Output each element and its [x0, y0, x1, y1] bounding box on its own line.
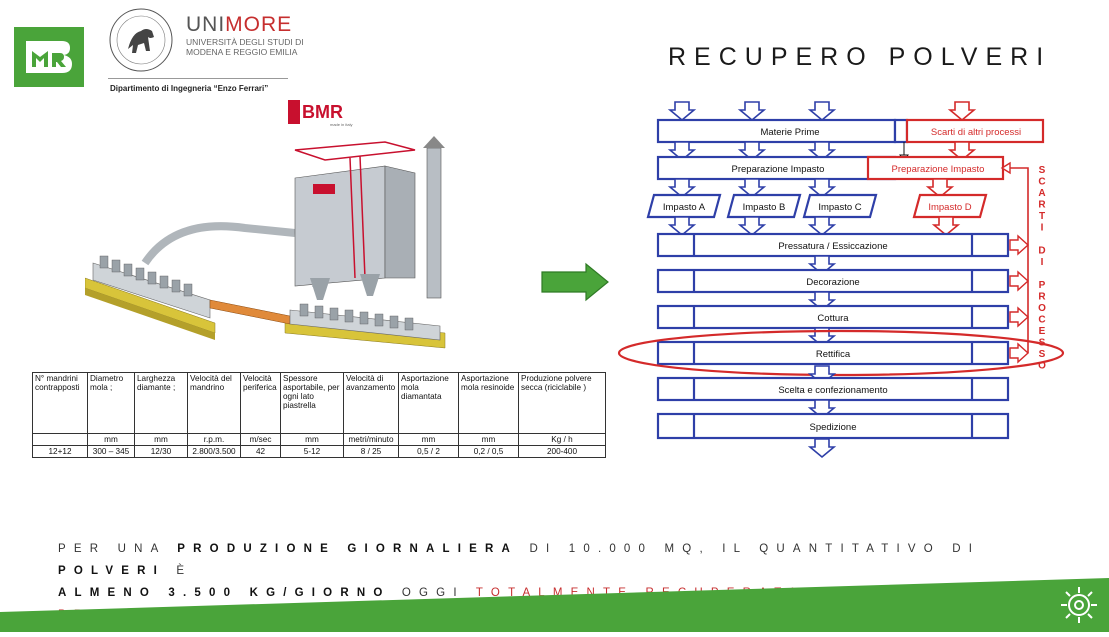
university-subtitle-line1: UNIVERSITÀ DEGLI STUDI DI: [186, 37, 304, 47]
side-label-letter: C: [1038, 315, 1045, 326]
spedizione-label: Spedizione: [809, 422, 856, 433]
table-header-cell: Spessore asportabile, per ogni lato pias…: [280, 372, 344, 434]
cottura-box: [656, 304, 1010, 330]
table-units-row: mm mm r.p.m. m/sec mm metri/minuto mm mm…: [32, 433, 606, 446]
table-header-cell: Larghezza diamante ;: [134, 372, 188, 434]
scarti-altri-box: [905, 118, 1045, 144]
spedizione-box: [656, 412, 1010, 440]
impasto-a-label: Impasto A: [663, 202, 706, 213]
table-value-cell: 0,2 / 0,5: [458, 445, 519, 458]
table-header-cell: N° mandrini contrapposti: [32, 372, 88, 434]
table-value-cell: 5-12: [280, 445, 344, 458]
bmr-badge-tagline: made in italy: [330, 122, 352, 127]
table-unit-cell: r.p.m.: [187, 433, 241, 446]
table-unit-cell: mm: [87, 433, 135, 446]
table-header-cell: Velocità periferica: [240, 372, 281, 434]
department-label: Dipartimento di Ingegneria “Enzo Ferrari…: [110, 84, 269, 93]
table-unit-cell: metri/minuto: [343, 433, 399, 446]
side-label-letter: S: [1039, 349, 1046, 360]
table-values-row: 12+12 300 – 345 12/30 2.800/3.500 42 5-1…: [32, 445, 606, 458]
side-label-letter: A: [1038, 188, 1045, 199]
gear-icon: [1058, 584, 1100, 626]
university-seal: [108, 7, 174, 73]
rettifica-highlight: [617, 329, 1065, 377]
side-label-letter: E: [1039, 326, 1046, 337]
table-value-cell: 42: [240, 445, 281, 458]
scarti-altri-label: Scarti di altri processi: [931, 127, 1021, 138]
cottura-label: Cottura: [817, 313, 849, 324]
table-unit-cell: [32, 433, 88, 446]
table-unit-cell: mm: [398, 433, 459, 446]
footer-band: [0, 572, 1109, 632]
table-value-cell: 0,5 / 2: [398, 445, 459, 458]
table-value-cell: 8 / 25: [343, 445, 399, 458]
prep-impasto-red-label: Preparazione Impasto: [892, 164, 985, 175]
right-arrow-icon: [540, 262, 610, 302]
side-label-letter: S: [1039, 338, 1046, 349]
table-value-cell: 2.800/3.500: [187, 445, 241, 458]
side-label-letter: R: [1038, 292, 1046, 303]
unimore-wordmark: UNIMORE: [186, 13, 293, 36]
pressatura-label: Pressatura / Essiccazione: [778, 241, 887, 252]
pressatura-box: [656, 232, 1010, 258]
university-subtitle: UNIVERSITÀ DEGLI STUDI DI MODENA E REGGI…: [186, 37, 304, 57]
table-unit-cell: m/sec: [240, 433, 281, 446]
table-value-cell: 300 – 345: [87, 445, 135, 458]
plant-illustration: [84, 128, 505, 373]
statement-line1: PER UNA PRODUZIONE GIORNALIERA DI 10.000…: [58, 543, 981, 577]
table-header-cell: Asportazione mola resinoide: [458, 372, 519, 434]
impasto-d-box: [912, 193, 988, 219]
table-header-row: N° mandrini contrapposti Diametro mola ;…: [32, 372, 606, 434]
side-label-letter: O: [1038, 303, 1046, 314]
impasto-b-label: Impasto B: [743, 202, 786, 213]
bmr-logo-mark: [14, 27, 84, 87]
table-header-cell: Produzione polvere secca (riciclabile ): [518, 372, 606, 434]
table-header-cell: Diametro mola ;: [87, 372, 135, 434]
side-label-letter: R: [1038, 200, 1046, 211]
table-value-cell: 12+12: [32, 445, 88, 458]
bmr-badge-text: BMR: [302, 102, 343, 122]
table-value-cell: 200-400: [518, 445, 606, 458]
impasto-c-label: Impasto C: [818, 202, 861, 213]
header-divider: [108, 78, 288, 79]
prep-impasto-blue-label: Preparazione Impasto: [732, 164, 825, 175]
table-unit-cell: mm: [458, 433, 519, 446]
table-value-cell: 12/30: [134, 445, 188, 458]
side-label-letter: S: [1039, 165, 1046, 176]
process-flow-diagram: Materie Prime Scarti di altri processi P…: [610, 95, 1090, 465]
impasto-c-box: [802, 193, 878, 219]
bmr-logo: [14, 27, 84, 87]
side-label-letter: I: [1041, 223, 1044, 234]
scelta-label: Scelta e confezionamento: [778, 385, 887, 396]
bmr-badge: BMR made in italy: [288, 98, 360, 128]
table-unit-cell: Kg / h: [518, 433, 606, 446]
impasto-d-label: Impasto D: [928, 202, 971, 213]
side-label-letter: P: [1039, 280, 1046, 291]
table-unit-cell: mm: [280, 433, 344, 446]
materie-prime-label: Materie Prime: [760, 127, 819, 138]
table-header-cell: Velocità di avanzamento: [343, 372, 399, 434]
scelta-box: [656, 376, 1010, 402]
side-label-letter: D: [1038, 246, 1045, 257]
table-unit-cell: mm: [134, 433, 188, 446]
page-title: RECUPERO POLVERI: [668, 43, 1052, 71]
side-label-letter: I: [1041, 257, 1044, 268]
side-label-letter: O: [1038, 361, 1046, 372]
spec-table: N° mandrini contrapposti Diametro mola ;…: [32, 372, 606, 458]
table-header-cell: Velocità del mandrino: [187, 372, 241, 434]
rettifica-label: Rettifica: [816, 349, 851, 360]
side-label-letter: T: [1039, 211, 1045, 222]
decorazione-label: Decorazione: [806, 277, 859, 288]
decorazione-box: [656, 268, 1010, 294]
impasto-a-box: [646, 193, 722, 219]
side-label-letter: C: [1038, 177, 1045, 188]
university-subtitle-line2: MODENA E REGGIO EMILIA: [186, 47, 298, 57]
rettifica-box: [656, 340, 1010, 366]
table-header-cell: Asportazione mola diamantata: [398, 372, 459, 434]
impasto-b-box: [726, 193, 802, 219]
